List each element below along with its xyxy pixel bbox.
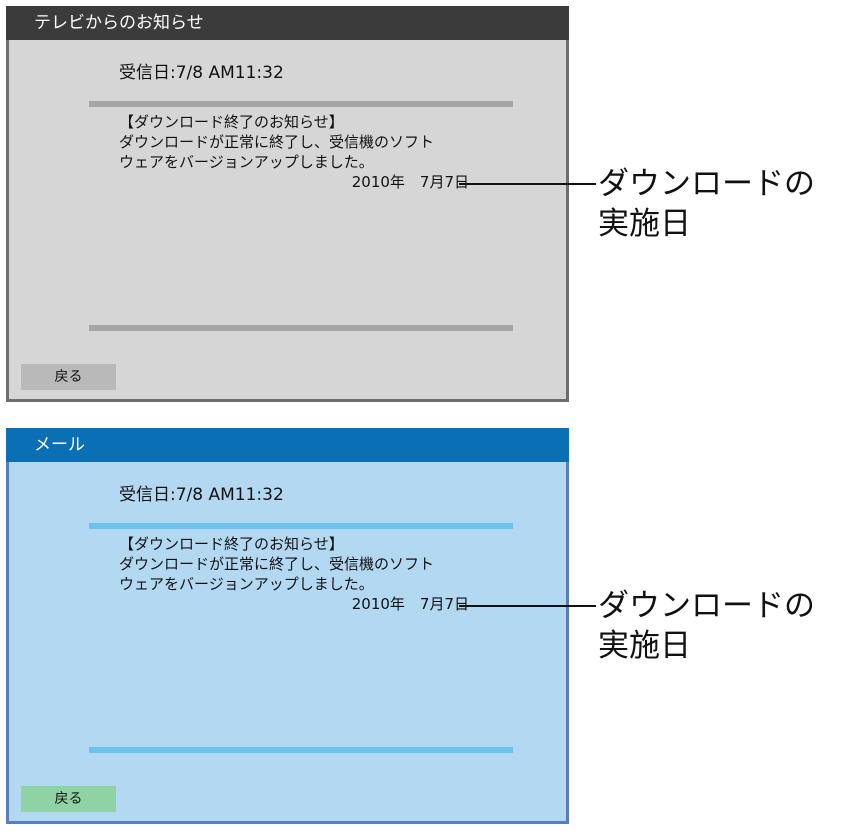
callout-line-text: 実施日: [598, 206, 691, 242]
message-heading: 【ダウンロード終了のお知らせ】: [119, 535, 344, 553]
message-line: ダウンロードが正常に終了し、受信機のソフト: [119, 555, 435, 573]
back-button[interactable]: 戻る: [21, 364, 116, 390]
message-body: 【ダウンロード終了のお知らせ】 ダウンロードが正常に終了し、受信機のソフト ウェ…: [119, 534, 479, 614]
mail-panel: 受信日:7/8 AM11:32 【ダウンロード終了のお知らせ】 ダウンロードが正…: [6, 462, 569, 824]
divider-bottom: [89, 747, 513, 753]
message-line: ウェアをバージョンアップしました。: [119, 153, 374, 171]
notice-panel: 受信日:7/8 AM11:32 【ダウンロード終了のお知らせ】 ダウンロードが正…: [6, 40, 569, 402]
message-line: ウェアをバージョンアップしました。: [119, 575, 374, 593]
callout-download-date: ダウンロードの 実施日: [598, 164, 815, 244]
message-heading: 【ダウンロード終了のお知らせ】: [119, 113, 344, 131]
mail-screen: メール 受信日:7/8 AM11:32 【ダウンロード終了のお知らせ】 ダウンロ…: [6, 428, 569, 824]
download-date: 2010年 7月7日: [351, 595, 469, 613]
divider-top: [89, 523, 513, 529]
screen-title: メール: [6, 428, 569, 462]
download-date: 2010年 7月7日: [351, 173, 469, 191]
callout-leader-line: [459, 183, 596, 185]
callout-line-text: 実施日: [598, 628, 691, 664]
message-body: 【ダウンロード終了のお知らせ】 ダウンロードが正常に終了し、受信機のソフト ウェ…: [119, 112, 479, 192]
back-button[interactable]: 戻る: [21, 786, 116, 812]
callout-line-text: ダウンロードの: [598, 166, 815, 202]
callout-line-text: ダウンロードの: [598, 588, 815, 624]
received-date: 受信日:7/8 AM11:32: [119, 485, 284, 505]
callout-download-date: ダウンロードの 実施日: [598, 586, 815, 666]
divider-bottom: [89, 325, 513, 331]
divider-top: [89, 101, 513, 107]
received-date: 受信日:7/8 AM11:32: [119, 63, 284, 83]
screen-title: テレビからのお知らせ: [6, 6, 569, 40]
message-line: ダウンロードが正常に終了し、受信機のソフト: [119, 133, 435, 151]
tv-notice-screen: テレビからのお知らせ 受信日:7/8 AM11:32 【ダウンロード終了のお知ら…: [6, 6, 569, 402]
callout-leader-line: [459, 605, 596, 607]
